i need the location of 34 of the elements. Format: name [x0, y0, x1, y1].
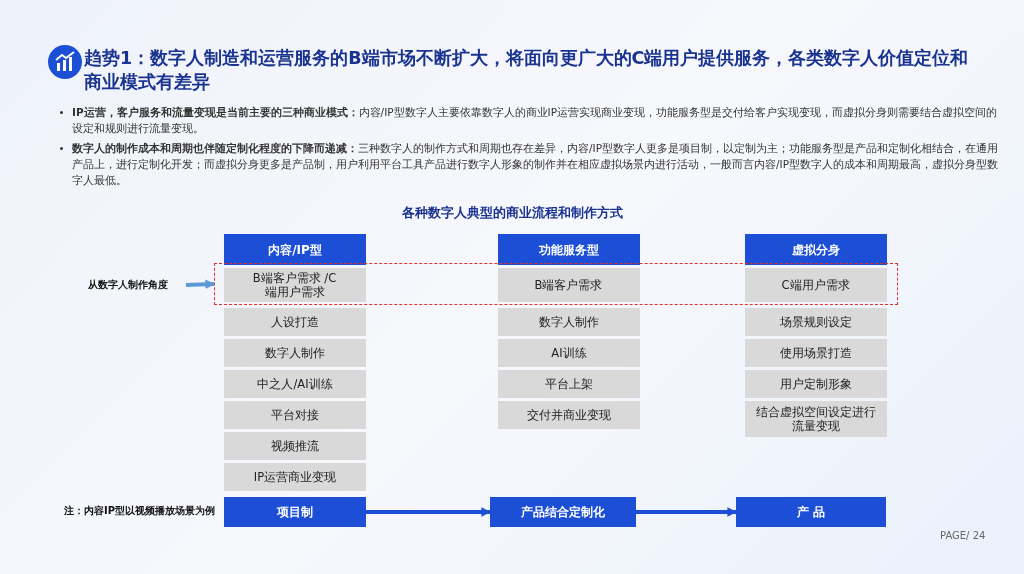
process-box: 数字人制作 — [224, 339, 366, 367]
process-box: 平台对接 — [224, 401, 366, 429]
header-box: 项目制 — [224, 497, 366, 527]
process-box: 平台上架 — [498, 370, 640, 398]
process-box: 数字人制作 — [498, 308, 640, 336]
bullet-paragraph: 数字人的制作成本和周期也伴随定制化程度的下降而递减：三种数字人的制作方式和周期也存在差异，内容/IP型数字人更多是项目制，以定制为主；功能服务型是产品和定制化相结合，在通用产品上，进行定制化开发；而虚拟分身更多是产品制，用户利用平台工具产品进行数字人形象的制作并在相应虚拟场景内进行活动，一般而言内容/IP型数字人的成本和周期最高，虚拟分身型数字人最低。 — [58, 140, 998, 188]
process-box: 结合虚拟空间设定进行流量变现 — [745, 401, 887, 437]
arrow — [185, 279, 215, 290]
bullet-paragraph: IP运营，客户服务和流量变现是当前主要的三种商业模式：内容/IP型数字人主要依靠数字人的商业IP运营实现商业变现，功能服务型是交付给客户实现变现，而虚拟分身则需要结合虚拟空间的设定和规则进行流量变现。 — [58, 104, 998, 136]
chart-heading: 各种数字人典型的商业流程和制作方式 — [400, 204, 624, 222]
dashed-frame — [214, 263, 898, 305]
header-box: 产品结合定制化 — [490, 497, 636, 527]
arrow — [636, 507, 737, 517]
process-box: 中之人/AI训练 — [224, 370, 366, 398]
arrow — [366, 507, 491, 517]
process-box: 交付并商业变现 — [498, 401, 640, 429]
header-box: 内容/IP型 — [224, 234, 366, 265]
page-number: PAGE/ 24 — [940, 530, 986, 541]
header-box: 虚拟分身 — [745, 234, 887, 265]
process-box: AI训练 — [498, 339, 640, 367]
process-box: 视频推流 — [224, 432, 366, 460]
process-box: B端客户需求 /C端用户需求 — [223, 267, 366, 302]
process-box: 人设打造 — [224, 308, 366, 336]
header-box: 功能服务型 — [498, 234, 640, 265]
process-box: 使用场景打造 — [745, 339, 887, 367]
footnote: 注：内容IP型以视频播放场景为例 — [64, 504, 216, 518]
process-box: B端客户需求 — [497, 267, 640, 302]
header-box: 产 品 — [736, 497, 886, 527]
process-box: 场景规则设定 — [745, 308, 887, 336]
side-label: 从数字人制作角度 — [82, 276, 186, 294]
process-box: IP运营商业变现 — [224, 463, 366, 491]
process-box: C端用户需求 — [744, 267, 887, 302]
process-box: 用户定制形象 — [745, 370, 887, 398]
slide-title: 趋势1：数字人制造和运营服务的B端市场不断扩大，将面向更广大的C端用户提供服务，各类数字人价值定位和商业模式有差异 — [84, 47, 970, 94]
